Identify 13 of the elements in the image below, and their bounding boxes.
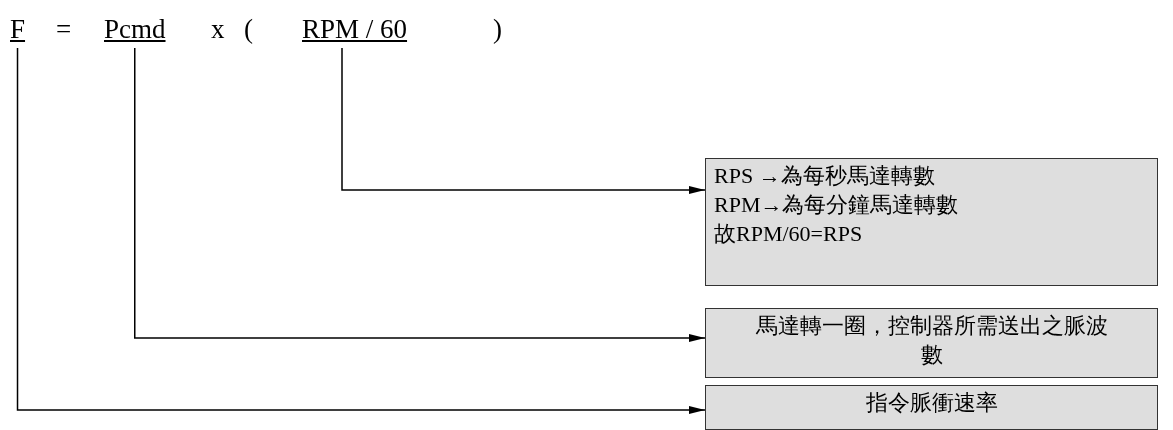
- leader-arrow: [134, 47, 706, 342]
- formula-symbol: ): [493, 14, 502, 44]
- formula-symbol: =: [56, 14, 72, 44]
- note-box: RPS →為每秒馬達轉數 RPM→為每分鐘馬達轉數 故RPM/60=RPS: [705, 158, 1158, 286]
- formula-term: RPM / 60: [302, 14, 408, 44]
- leader-arrow: [16, 47, 706, 414]
- note-box: 指令脈衝速率: [705, 385, 1158, 430]
- note-box: 馬達轉一圈，控制器所需送出之脈波數: [705, 308, 1158, 378]
- formula-symbol: (: [244, 14, 253, 44]
- formula-symbol: x: [211, 14, 225, 44]
- formula-term: Pcmd: [104, 14, 166, 44]
- formula-term: F: [10, 14, 26, 44]
- leader-arrow: [341, 47, 706, 194]
